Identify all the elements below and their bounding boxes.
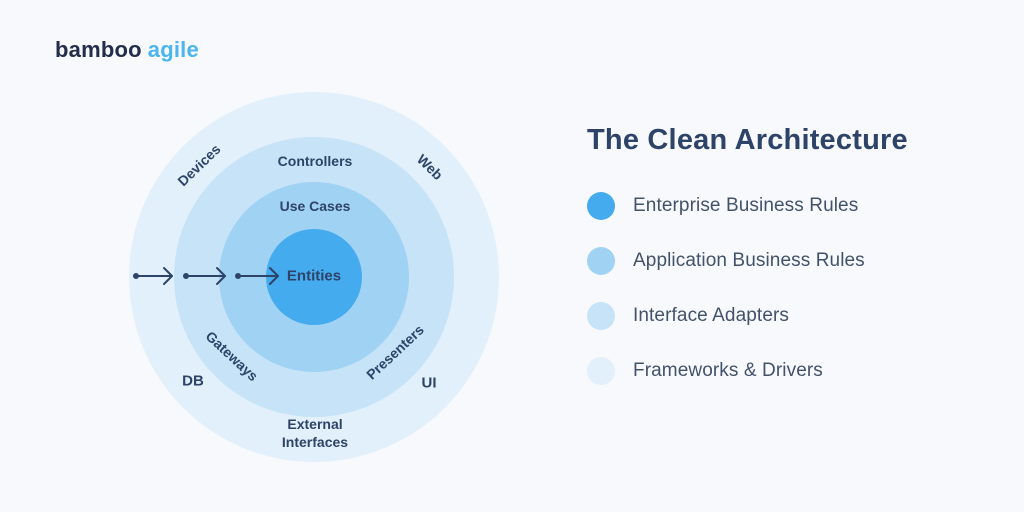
label-external-interfaces: External Interfaces: [281, 415, 349, 450]
legend-item-frameworks-drivers: Frameworks & Drivers: [587, 357, 865, 385]
ring-enterprise-business-rules: [266, 229, 362, 325]
legend-label: Enterprise Business Rules: [633, 195, 859, 216]
legend-dot-frameworks-drivers: [587, 357, 615, 385]
label-ui: UI: [421, 374, 437, 392]
legend-item-application-business-rules: Application Business Rules: [587, 247, 865, 275]
legend-label: Application Business Rules: [633, 250, 865, 271]
label-db: DB: [182, 372, 204, 390]
legend-dot-interface-adapters: [587, 302, 615, 330]
legend-item-enterprise-business-rules: Enterprise Business Rules: [587, 192, 865, 220]
legend: Enterprise Business Rules Application Bu…: [587, 192, 865, 412]
logo-agile: agile: [147, 37, 199, 62]
flow-arrow-inner: [235, 267, 279, 285]
legend-dot-enterprise-business-rules: [587, 192, 615, 220]
page-title: The Clean Architecture: [587, 124, 908, 156]
right-panel: The Clean Architecture Enterprise Busine…: [587, 124, 987, 385]
label-controllers: Controllers: [277, 153, 353, 169]
flow-arrow-middle: [183, 267, 226, 285]
label-use-cases: Use Cases: [279, 198, 351, 214]
legend-dot-application-business-rules: [587, 247, 615, 275]
dependency-flow-arrows: [133, 267, 279, 285]
flow-arrow-outer: [133, 267, 173, 285]
legend-item-interface-adapters: Interface Adapters: [587, 302, 865, 330]
legend-label: Frameworks & Drivers: [633, 360, 823, 381]
clean-architecture-diagram: Devices Controllers Web Use Cases Entiti…: [129, 92, 499, 462]
logo-bamboo: bamboo: [55, 37, 142, 62]
label-entities: Entities: [286, 267, 342, 285]
legend-label: Interface Adapters: [633, 305, 790, 326]
